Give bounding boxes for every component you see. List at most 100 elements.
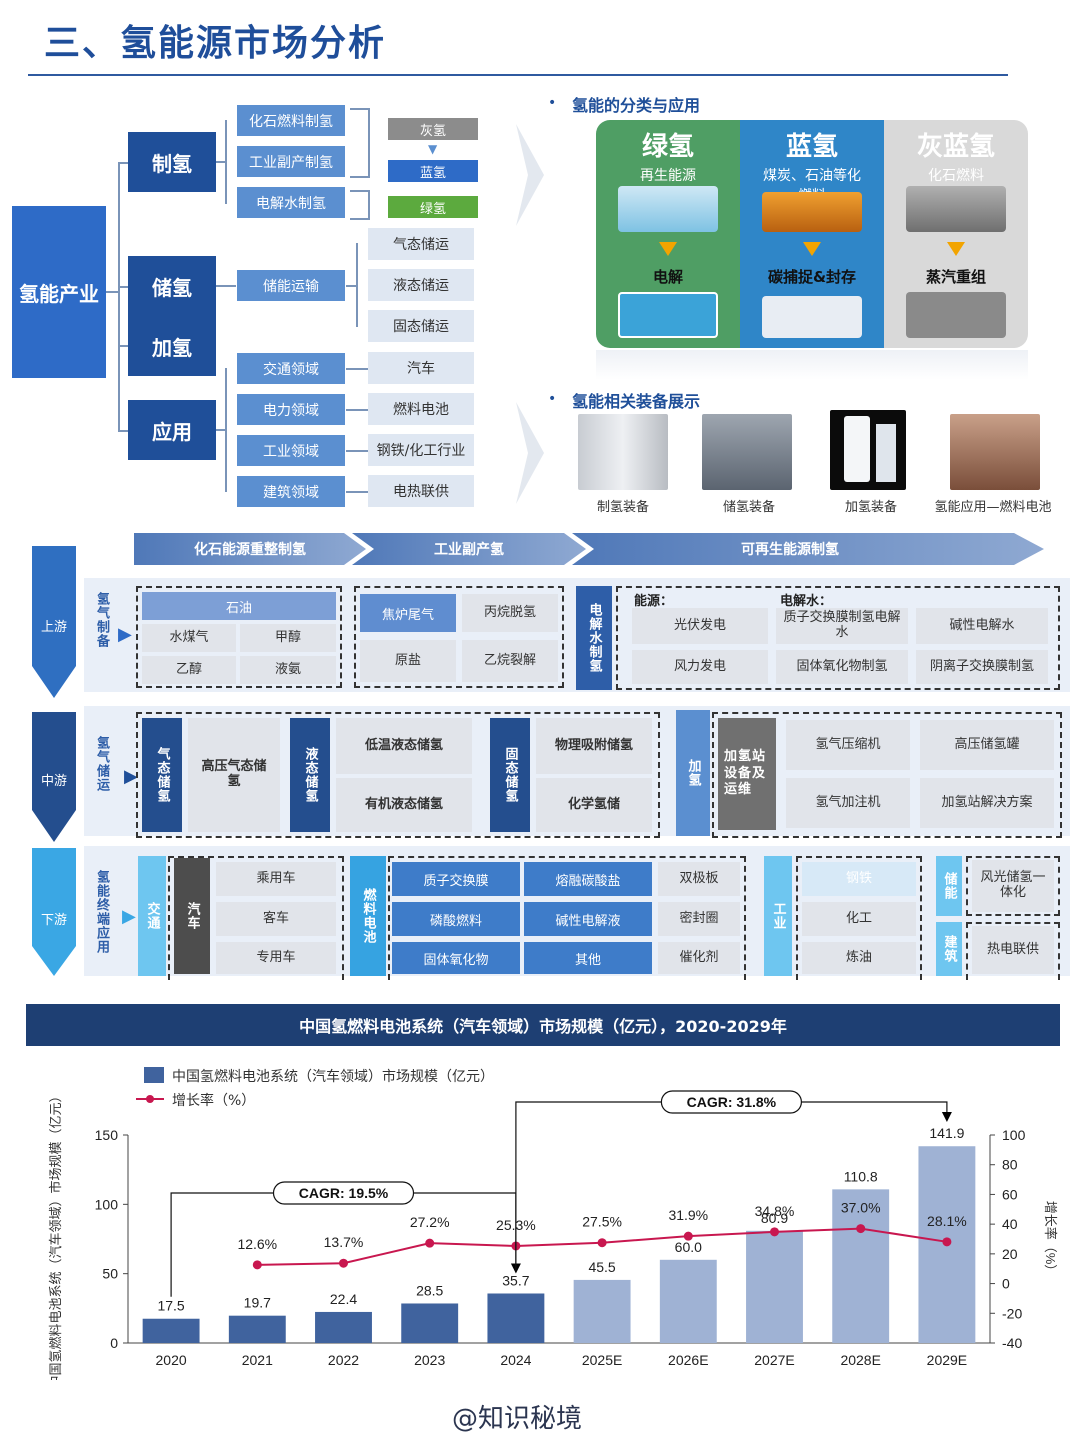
energy-storage-group [966, 856, 1060, 916]
refinery-illustration [906, 186, 1006, 232]
energy-storage-label: 储能 [936, 856, 962, 916]
fossil-item: 水煤气 [142, 624, 236, 652]
y2-tick-label: 20 [1002, 1246, 1018, 1262]
tree-connector [118, 286, 130, 288]
equip-heading: 氢能相关装备展示 [572, 392, 701, 411]
growth-point [252, 1260, 262, 1270]
route-fossil: 化石能源重整制氢 [194, 542, 306, 558]
smr-illustration [906, 292, 1006, 338]
electro-item: 质子交换膜制氢电解水 [776, 608, 908, 644]
y-tick-label: 150 [95, 1127, 119, 1143]
stage-upstream: 上游 [40, 619, 67, 635]
equip-label: 储氢装备 [722, 500, 775, 515]
green-sub: 再生能源 [640, 168, 696, 184]
storage-method: 储能运输 [236, 269, 346, 302]
blue-hydrogen-column: 蓝氢 煤炭、石油等化燃料 碳捕捉&封存 [740, 120, 884, 348]
bar-value-label: 80.9 [761, 1210, 788, 1226]
grey-hydrogen-column: 灰蓝氢 化石燃料 蒸汽重组 [884, 120, 1028, 348]
node-storage: 储氢 [128, 256, 216, 316]
energy-item: 风力发电 [632, 650, 768, 684]
fossil-group [136, 586, 342, 688]
growth-point [942, 1237, 952, 1247]
storage-equipment-image [702, 414, 792, 490]
panel-reflection [596, 350, 1028, 380]
x-tick-label: 2029E [927, 1352, 967, 1368]
bar-value-label: 110.8 [844, 1168, 878, 1184]
bar [315, 1311, 372, 1343]
stage-downstream: 下游 [40, 912, 67, 928]
route-industrial: 工业副产氢 [434, 542, 504, 558]
fc-type: 质子交换膜 [392, 862, 520, 896]
tree-connector [118, 430, 130, 432]
bullet-dot: • [548, 95, 557, 111]
blue-hydrogen-tag: 蓝氢 [388, 160, 478, 182]
storage-group [136, 712, 660, 838]
tree-connector [346, 409, 368, 411]
car-group [168, 856, 344, 980]
application-domain-transport: 交通领域 [236, 352, 346, 385]
electro-item: 碱性电解水 [916, 608, 1048, 644]
car-item: 客车 [216, 902, 336, 936]
grey-title: 灰蓝氢 [916, 132, 995, 162]
station-item: 氢气压缩机 [786, 720, 910, 770]
application-use-steel-chem: 钢铁/化工行业 [368, 434, 474, 466]
y-axis-title: 中国氢燃料电池系统（汽车领域）市场规模（亿元） [48, 1089, 63, 1380]
green-hydrogen-tag: 绿氢 [388, 196, 478, 218]
grey-sub: 化石燃料 [928, 168, 984, 184]
fc-part: 双极板 [658, 862, 740, 896]
chevron-right-icon [516, 402, 544, 504]
node-production: 制氢 [128, 132, 216, 192]
industry-item: 化工 [802, 902, 916, 936]
x-tick-label: 2020 [156, 1352, 187, 1368]
station-label: 加氢站设备及运维 [718, 718, 776, 830]
bar [659, 1259, 717, 1343]
bar [832, 1189, 890, 1343]
fuel-cell-label: 燃料电池 [350, 856, 386, 976]
green-title: 绿氢 [641, 132, 694, 162]
chevron-right-icon: ▶ [122, 906, 136, 927]
x-tick-label: 2025E [582, 1352, 622, 1368]
bar [228, 1315, 286, 1343]
car-item: 乘用车 [216, 862, 336, 896]
y2-tick-label: 80 [1002, 1157, 1018, 1173]
bar-value-label: 19.7 [244, 1295, 271, 1311]
tree-connector [356, 243, 358, 327]
growth-label: 34.8% [755, 1203, 795, 1219]
route-arrows [134, 533, 1044, 565]
arrow-down-icon [941, 1112, 952, 1122]
industry-label: 工业 [764, 856, 792, 976]
tree-connector [225, 368, 227, 492]
y2-tick-label: 40 [1002, 1216, 1018, 1232]
production-method-industrial: 工业副产制氢 [236, 145, 346, 178]
y-tick-label: 100 [95, 1196, 119, 1212]
energy-title: 能源： [634, 594, 674, 609]
bar-value-label: 22.4 [330, 1291, 357, 1307]
ccs-illustration [762, 296, 862, 338]
solid-storage-item: 化学氢储 [536, 778, 652, 832]
y2-tick-label: -20 [1002, 1305, 1022, 1321]
blue-process: 碳捕捉&封存 [767, 268, 857, 286]
fc-type: 碱性电解液 [524, 902, 652, 936]
fc-part: 催化剂 [658, 942, 740, 974]
stage-arrows [32, 546, 76, 976]
title-rule [28, 74, 1008, 76]
bar-value-label: 141.9 [929, 1125, 964, 1141]
fc-type: 其他 [524, 942, 652, 974]
page-title: 三、氢能源市场分析 [44, 23, 387, 64]
bracket [350, 190, 370, 220]
liquid-storage-item: 低温液态储氢 [336, 718, 472, 774]
industrial-group [354, 586, 564, 688]
x-tick-label: 2022 [328, 1352, 359, 1368]
downstream-side-label: 氢能终端应用 [94, 870, 109, 954]
growth-point [339, 1258, 348, 1268]
bar [401, 1303, 459, 1343]
car-item: 专用车 [216, 942, 336, 974]
fc-part: 密封圈 [658, 902, 740, 936]
electro-item: 阴离子交换膜制氢 [916, 650, 1048, 684]
transport-label: 交通 [138, 856, 166, 976]
industry-item: 炼油 [802, 942, 916, 974]
tree-connector [346, 368, 368, 370]
growth-label: 27.5% [582, 1214, 622, 1230]
bar-value-label: 17.5 [157, 1298, 184, 1314]
arrow-down-icon [659, 242, 677, 256]
